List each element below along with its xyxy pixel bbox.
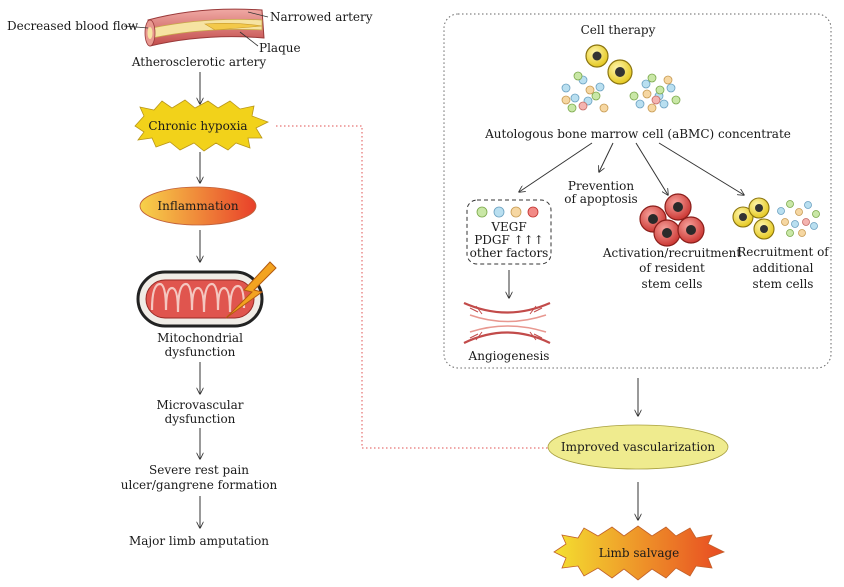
angiogenesis-vessels-illustration [463,301,551,344]
ulcer-gangrene-label: ulcer/gangrene formation [121,478,278,492]
abmc-concentrate-label: Autologous bone marrow cell (aBMC) conce… [484,127,791,141]
plaque-leader [239,31,259,47]
arrow-to-recruitment [658,142,744,195]
arrow-to-prevention [599,142,614,172]
additional-stem-cells-illustration [732,197,820,240]
recruitment-label-line1: Recruitment of [737,245,830,259]
activation-label-line3: stem cells [642,277,703,291]
arrow-to-factors [519,142,593,192]
limb-salvage-label: Limb salvage [599,546,680,560]
microvascular-dysfunction-label-line2: dysfunction [165,412,236,426]
cell-therapy-box [443,13,832,369]
improved-vascularization-ellipse [547,424,729,470]
blood-flow-leader [123,25,149,29]
chronic-hypoxia-label: Chronic hypoxia [148,119,247,133]
recruitment-label-line2: additional [753,261,814,275]
prevention-label-line1: Prevention [568,179,634,193]
recruitment-label-line3: stem cells [753,277,814,291]
plaque-label: Plaque [259,41,301,55]
atherosclerotic-artery-illustration [144,8,265,47]
activation-label-line1: Activation/recruitment [602,246,742,260]
angiogenesis-label: Angiogenesis [468,349,550,363]
mitochondrial-dysfunction-label-line2: dysfunction [165,345,236,359]
vegf-label: VEGF [490,220,526,234]
other-factors-label: other factors [470,246,549,260]
pdgf-label: PDGF ↑↑↑ [474,233,544,247]
hypoxia-to-vascularization-connector [276,125,548,449]
major-limb-amputation-label: Major limb amputation [129,534,269,548]
abmc-cell-cluster [561,44,681,113]
growth-factor-dots [476,206,539,218]
arrow-to-activation [635,142,668,195]
severe-rest-pain-label: Severe rest pain [149,463,249,477]
microvascular-dysfunction-label-line1: Microvascular [156,398,243,412]
inflammation-label: Inflammation [157,199,238,213]
improved-vascularization-label: Improved vascularization [561,440,716,454]
growth-factors-box [466,199,552,265]
mitochondrial-dysfunction-label-line1: Mitochondrial [157,331,243,345]
mitochondrion-illustration [136,270,264,328]
narrowed-artery-leader [247,11,269,18]
inflammation-ellipse [139,186,257,226]
cell-therapy-title: Cell therapy [581,23,656,37]
lightning-bolt-icon [225,261,277,319]
chronic-hypoxia-burst [134,99,269,152]
activation-label-line2: of resident [639,261,705,275]
prevention-label-line2: of apoptosis [564,192,637,206]
decreased-blood-flow-label: Decreased blood flow [7,19,139,33]
resident-stem-cells-illustration [639,193,705,247]
narrowed-artery-label: Narrowed artery [270,10,373,24]
limb-salvage-burst [553,525,725,581]
atherosclerotic-artery-caption: Atherosclerotic artery [131,55,267,69]
